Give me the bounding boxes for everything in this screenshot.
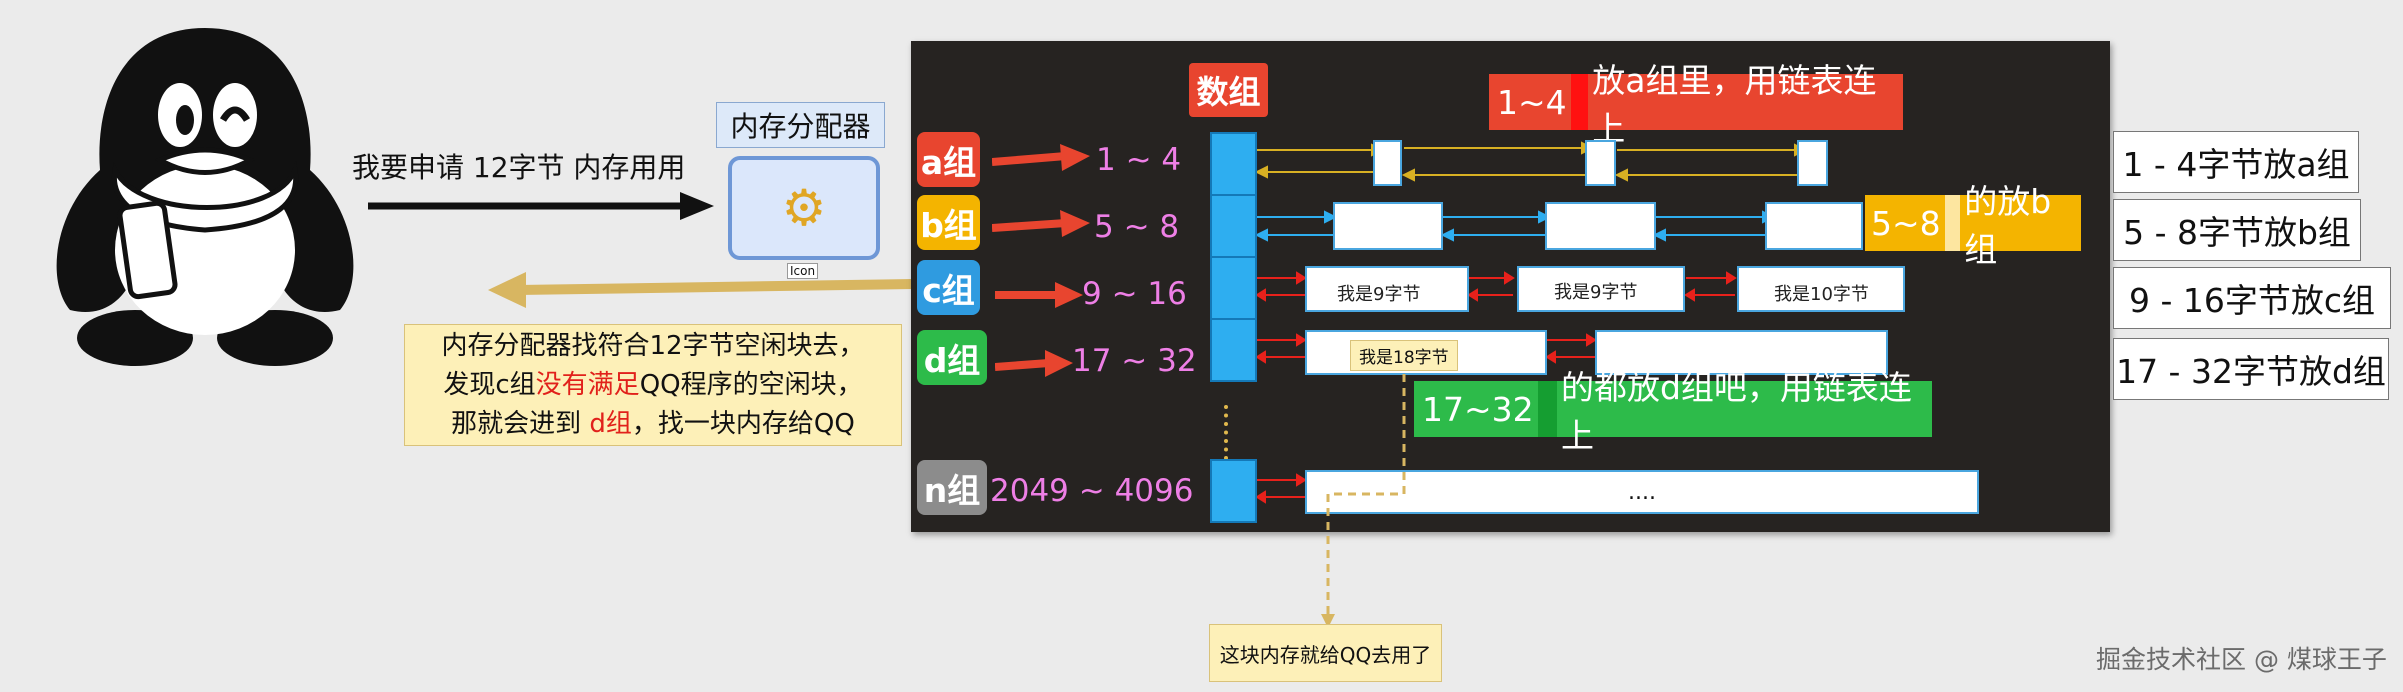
d-block-label: 我是18字节 [1350,340,1458,371]
array-cell-b [1210,194,1257,258]
explain-line1: 内存分配器找符合12字节空闲块去， [441,331,865,361]
b-block-2 [1545,202,1656,250]
arrow-a [992,144,1090,171]
group-b: b组 [917,195,980,250]
a-block-2 [1585,140,1616,186]
request-label: 我要申请 12字节 内存用用 [352,151,686,184]
group-c: c组 [917,260,980,315]
range-n: 2049 ~ 4096 [990,473,1194,509]
arrow-b [992,210,1090,237]
d-block-2 [1595,330,1888,375]
explain-line3: 那就会进到 d组，找一块内存给QQ [451,409,855,439]
c-block-2: 我是9字节 [1517,266,1685,312]
b-block-3 [1765,202,1863,250]
a-block-1 [1373,140,1402,186]
arrow-c [995,282,1083,308]
array-cell-d [1210,318,1257,382]
range-b: 5 ~ 8 [1094,209,1180,245]
allocator-box[interactable]: ⚙ [728,156,880,260]
linked-list-arrows [1257,141,1808,504]
explanation-box: 内存分配器找符合12字节空闲块去， 发现c组没有满足QQ程序的空闲块， 那就会进… [404,324,902,446]
gear-icon: ⚙ [781,179,827,237]
array-title: 数组 [1189,63,1268,117]
allocator-icon-caption: Icon [787,263,819,279]
return-arrow [488,272,914,308]
range-a: 1 ~ 4 [1096,142,1182,178]
array-cell-c [1210,256,1257,320]
range-d: 17 ~ 32 [1072,343,1197,379]
right-tag-b: 5 - 8字节放b组 [2113,199,2361,261]
request-arrow [368,192,714,220]
explain-line2: 发现c组没有满足QQ程序的空闲块， [443,370,863,400]
c-block-3: 我是10字节 [1737,266,1905,312]
group-a: a组 [917,132,980,187]
range-c: 9 ~ 16 [1082,276,1187,312]
right-tag-a: 1 - 4字节放a组 [2113,131,2359,193]
arrow-d [995,350,1073,377]
bottom-note: 这块内存就给QQ去用了 [1209,624,1442,682]
n-block: .... [1305,470,1979,514]
b-block-1 [1333,202,1443,250]
array-cell-n [1210,459,1257,523]
array-cell-a [1210,132,1257,196]
array-ellipsis [1224,405,1232,460]
qq-penguin-illustration [56,28,354,366]
watermark: 掘金技术社区 @ 煤球王子 [2096,645,2387,674]
right-tag-d: 17 - 32字节放d组 [2113,338,2389,400]
group-n: n组 [917,460,987,515]
allocator-title: 内存分配器 [716,102,885,148]
right-tag-c: 9 - 16字节放c组 [2113,267,2391,329]
dashed-connector [1321,374,1406,628]
group-d: d组 [917,330,987,385]
a-block-3 [1797,140,1828,186]
c-block-1: 我是9字节 [1305,266,1469,312]
